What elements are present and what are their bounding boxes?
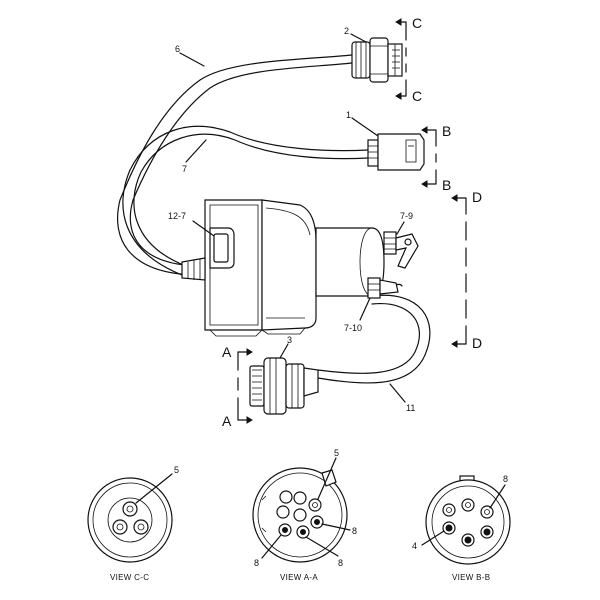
callout-4-view-bb: 4: [412, 541, 417, 551]
callout-8-view-bb: 8: [503, 474, 508, 484]
section-d-marker: [451, 194, 467, 348]
connector-1: [351, 117, 425, 171]
leader-6: [179, 52, 205, 67]
terminal-7-10: [359, 277, 399, 321]
section-b-marker: [421, 126, 437, 188]
view-b-b-face: [421, 475, 511, 565]
section-a-top: A: [222, 344, 232, 360]
bracket-12-7: [192, 220, 235, 269]
section-b-top: B: [442, 123, 451, 139]
section-c-bottom: C: [412, 88, 422, 104]
section-d-top: D: [472, 189, 482, 205]
callout-1: 1: [346, 110, 351, 120]
callout-12-7: 12-7: [168, 211, 186, 221]
callout-8-view-aa-left: 8: [254, 558, 259, 568]
callout-7-9: 7-9: [400, 211, 413, 221]
callout-3: 3: [287, 335, 292, 345]
view-c-c-caption: VIEW C-C: [110, 573, 149, 582]
callout-8-view-aa-bottom: 8: [338, 558, 343, 568]
callout-7: 7: [182, 164, 187, 174]
section-a-bottom: A: [222, 413, 232, 429]
section-c-top: C: [412, 15, 422, 31]
terminal-7-9: [383, 221, 419, 269]
view-a-a-face: [252, 457, 351, 563]
leader-11: [389, 383, 406, 403]
callout-7-10: 7-10: [344, 323, 362, 333]
section-c-marker: [395, 18, 407, 100]
callout-5-view-aa: 5: [334, 448, 339, 458]
cable-11: [317, 283, 431, 384]
callout-11: 11: [406, 403, 415, 413]
callout-8-view-aa-right: 8: [352, 526, 357, 536]
cable-7: [122, 125, 369, 276]
leader-7: [185, 139, 207, 163]
view-c-c-face: [87, 473, 173, 563]
callout-5-view-cc: 5: [174, 465, 179, 475]
section-a-marker: [237, 348, 253, 424]
callout-2: 2: [344, 26, 349, 36]
connector-3: [249, 343, 319, 415]
callout-6: 6: [175, 44, 180, 54]
view-a-a-caption: VIEW A-A: [280, 573, 318, 582]
section-b-bottom: B: [442, 177, 451, 193]
connector-2: [350, 33, 403, 83]
section-d-bottom: D: [472, 335, 482, 351]
view-b-b-caption: VIEW B-B: [452, 573, 490, 582]
